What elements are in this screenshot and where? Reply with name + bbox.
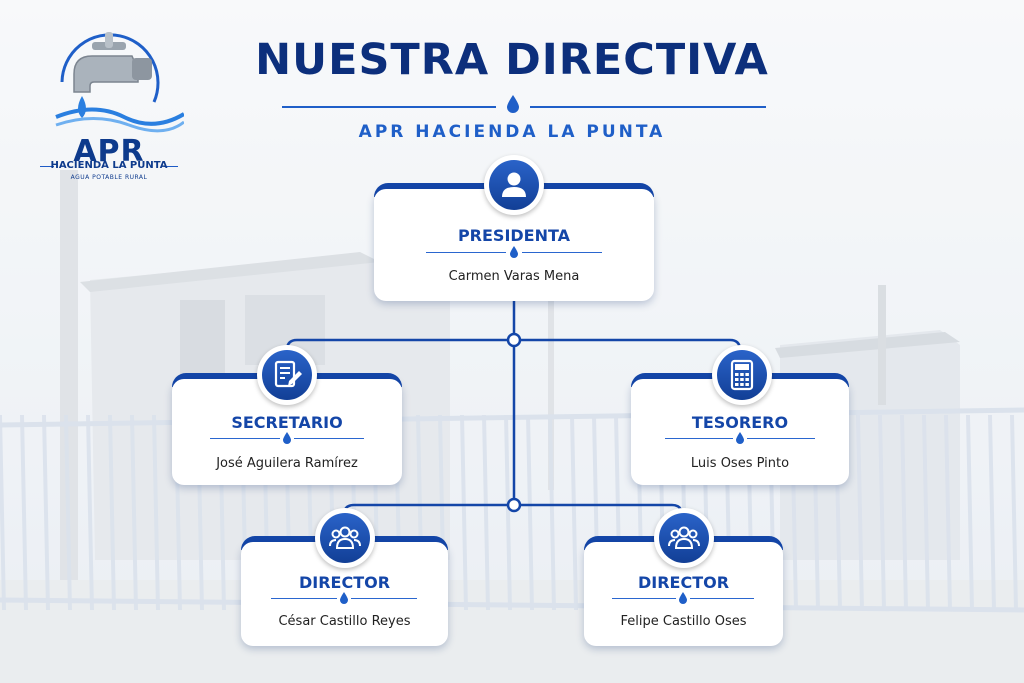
role-title: PRESIDENTA — [374, 226, 654, 246]
member-name: Luis Oses Pinto — [631, 455, 849, 473]
badge-secretario — [257, 345, 317, 405]
logo-name: HACIENDA LA PUNTA — [34, 159, 184, 173]
water-drop-icon — [282, 431, 292, 445]
water-drop-icon — [506, 94, 520, 114]
page-title: NUESTRA DIRECTIVA — [0, 34, 1024, 86]
user-icon — [497, 168, 531, 202]
member-name: Felipe Castillo Oses — [584, 613, 783, 631]
role-title: TESORERO — [631, 413, 849, 433]
role-title: DIRECTOR — [584, 573, 783, 593]
page-subtitle: APR HACIENDA LA PUNTA — [0, 120, 1024, 144]
junction-node — [508, 334, 520, 346]
group-icon — [328, 521, 362, 555]
water-drop-icon — [678, 591, 688, 605]
role-title: DIRECTOR — [241, 573, 448, 593]
calculator-icon — [725, 358, 759, 392]
logo-tagline: AGUA POTABLE RURAL — [34, 174, 184, 182]
badge-director-2 — [654, 508, 714, 568]
document-edit-icon — [270, 358, 304, 392]
junction-node — [508, 499, 520, 511]
water-drop-icon — [339, 591, 349, 605]
title-rule-left — [282, 106, 496, 108]
role-title: SECRETARIO — [172, 413, 402, 433]
member-name: José Aguilera Ramírez — [172, 455, 402, 473]
group-icon — [667, 521, 701, 555]
badge-director-1 — [315, 508, 375, 568]
title-rule-right — [530, 106, 766, 108]
badge-tesorero — [712, 345, 772, 405]
member-name: Carmen Varas Mena — [374, 268, 654, 286]
water-drop-icon — [735, 431, 745, 445]
member-name: César Castillo Reyes — [241, 613, 448, 631]
badge-presidenta — [484, 155, 544, 215]
water-drop-icon — [509, 245, 519, 259]
